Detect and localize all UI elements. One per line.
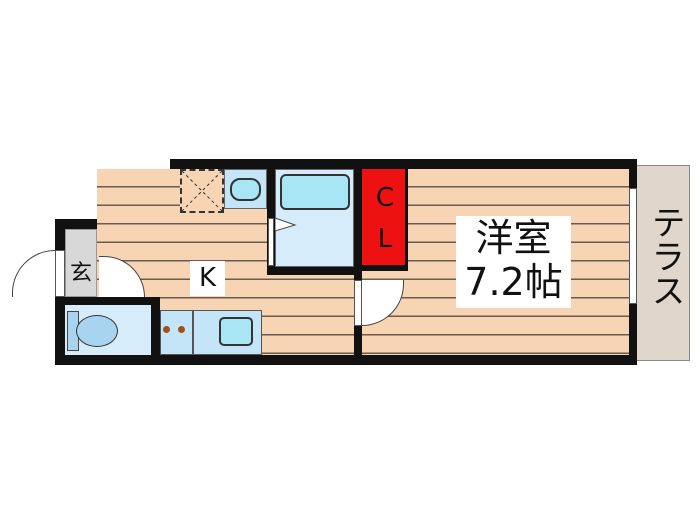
terrace-window	[629, 188, 637, 304]
western-room-name: 洋室	[475, 216, 552, 260]
wall-toilet-right	[151, 297, 160, 357]
entrance	[65, 229, 97, 297]
washbasin-icon	[230, 178, 261, 201]
stove-burner-icon-2	[178, 326, 185, 333]
entrance-door-swing	[12, 250, 55, 297]
entrance-door	[55, 250, 65, 297]
wall-bathroom-bottom	[267, 267, 354, 275]
closet	[362, 169, 408, 271]
wall-outer-top-main	[170, 159, 637, 169]
cross-icon	[182, 171, 222, 211]
toilet-bowl-icon	[76, 315, 118, 347]
kitchen-sink-icon	[219, 317, 253, 346]
wall-partition	[354, 169, 362, 355]
bathroom-door	[268, 218, 274, 266]
entrance-label: 玄	[69, 261, 92, 286]
western-room-size: 7.2帖	[464, 260, 563, 304]
stove-burner-icon-1	[163, 326, 170, 333]
closet-label-c: C	[375, 183, 395, 213]
door-opening-western	[354, 280, 362, 326]
western-room-label: 洋室 7.2帖	[456, 216, 571, 308]
laundry-space	[180, 169, 224, 213]
wall-outer-bottom	[55, 355, 637, 365]
bathroom-door-arrow-icon	[275, 218, 297, 232]
terrace-label: テラス	[645, 205, 685, 307]
kitchen-label: K	[190, 261, 225, 296]
bathtub-icon	[280, 174, 350, 210]
wall-toilet-top	[55, 297, 160, 305]
closet-label-l: L	[377, 224, 393, 254]
